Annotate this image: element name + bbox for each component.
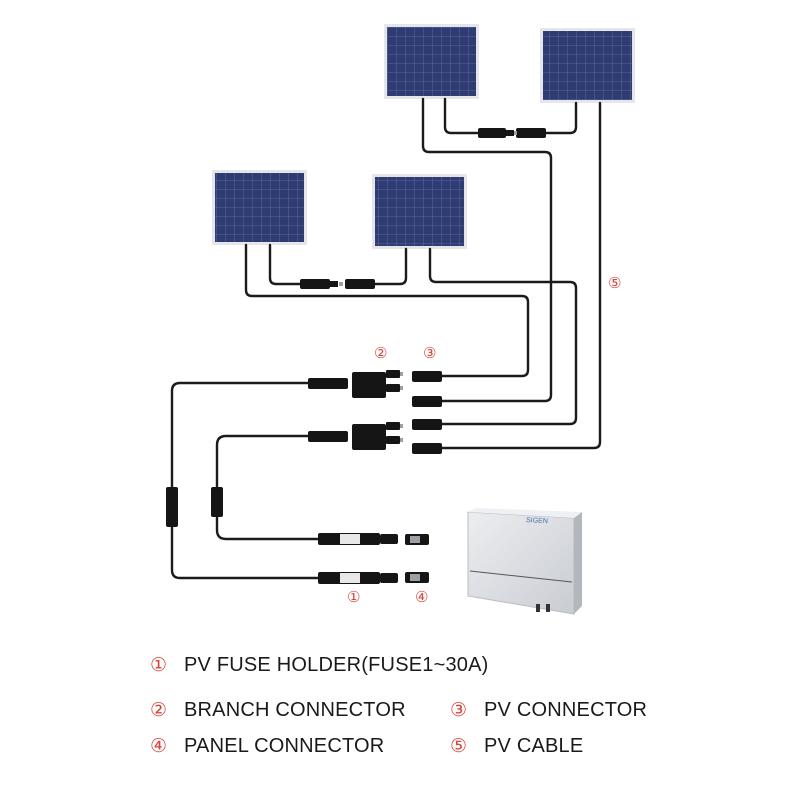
legend-item-panel-connector: ④ PANEL CONNECTOR [150,733,384,759]
legend-number: ① [150,654,168,676]
solar-panel [384,24,479,99]
legend-number: ④ [150,735,168,757]
legend-number: ⑤ [450,735,468,757]
legend-label: PV FUSE HOLDER(FUSE1~30A) [184,653,489,676]
legend-item-pv-connector: ③ PV CONNECTOR [450,697,647,723]
marker-pv-cable: ⑤ [608,274,621,292]
marker-pv-fuse-holder: ① [347,588,360,606]
legend-label: PV CABLE [484,734,584,757]
inline-fuse [166,487,223,527]
panel-interconnect [300,128,546,289]
branch-connector [308,422,403,450]
solar-wiring-diagram: SIGEN ② ③ ⑤ ① ④ [166,24,635,615]
legend-label: PV CONNECTOR [484,698,648,721]
pv-connector [412,371,442,454]
legend-label: BRANCH CONNECTOR [184,698,406,721]
legend-item-pv-cable: ⑤ PV CABLE [450,733,583,759]
legend-number: ② [150,699,168,721]
legend-number: ③ [450,699,468,721]
marker-panel-connector: ④ [415,588,428,606]
branch-connector [308,370,403,398]
solar-panel [372,174,467,249]
legend-item-pv-fuse-holder: ① PV FUSE HOLDER(FUSE1~30A) [150,652,489,678]
marker-pv-connector: ③ [423,344,436,362]
marker-branch-connector: ② [374,344,387,362]
inverter: SIGEN [467,508,582,615]
solar-panel [540,28,635,103]
panel-connector [405,534,429,583]
solar-panel [212,170,307,245]
legend-item-branch-connector: ② BRANCH CONNECTOR [150,697,406,723]
inverter-logo: SIGEN [526,517,548,525]
legend-label: PANEL CONNECTOR [184,734,385,757]
pv-fuse-holder [318,533,398,584]
